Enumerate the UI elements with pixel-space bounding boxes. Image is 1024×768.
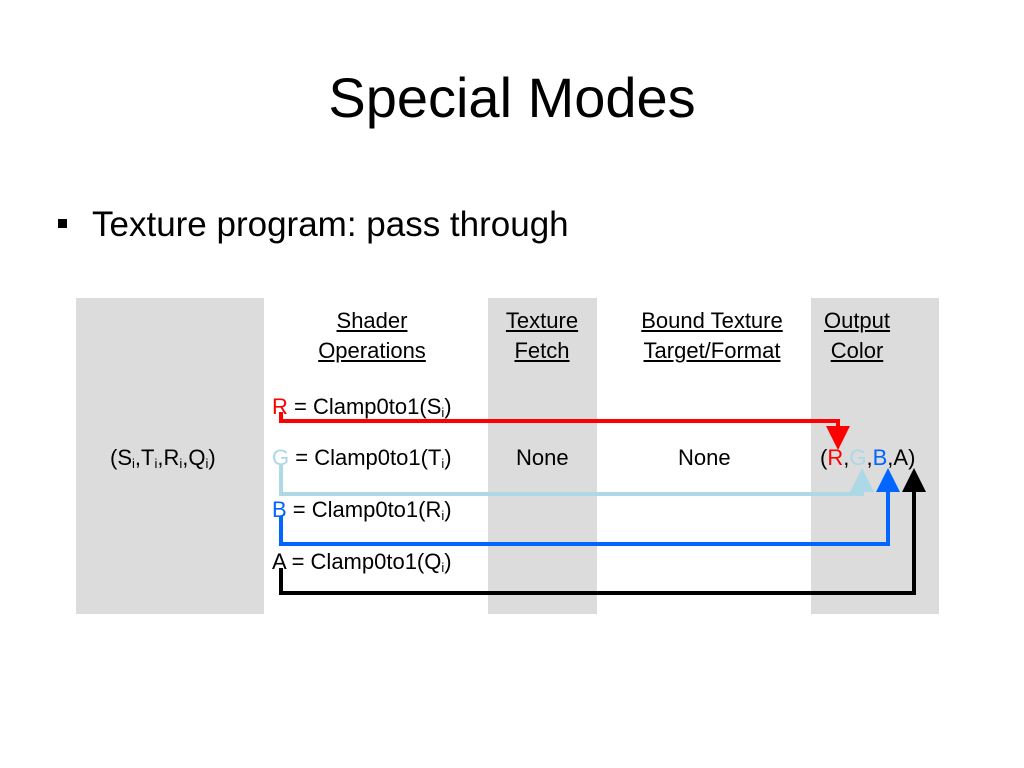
- texture-fetch-value: None: [516, 445, 569, 470]
- header-bound-texture: Bound Texture Target/Format: [617, 306, 807, 366]
- texture-fetch-column-bg: [488, 298, 597, 614]
- header-output-color: Output Color: [805, 306, 909, 366]
- op-green-channel: G: [272, 445, 290, 470]
- output-tuple: (R,G,B,A): [820, 445, 916, 470]
- op-blue: B = Clamp0to1(Ri): [272, 497, 452, 523]
- input-tuple: (Si,Ti,Ri,Qi): [110, 445, 216, 471]
- header-output-line1: Output: [823, 308, 891, 333]
- header-texture-fetch: Texture Fetch: [487, 306, 597, 366]
- arrow-black: [279, 468, 926, 595]
- bound-texture-value: None: [678, 445, 731, 470]
- bullet-marker: [58, 219, 67, 228]
- bullet-text: Texture program: pass through: [92, 205, 569, 244]
- arrow-red: [279, 412, 850, 450]
- op-alpha: A = Clamp0to1(Qi): [272, 549, 452, 575]
- header-bound-line1: Bound Texture: [641, 308, 783, 333]
- header-output-line2: Color: [830, 338, 884, 363]
- input-column-bg: [76, 298, 264, 614]
- header-shader-line1: Shader: [336, 308, 408, 333]
- arrow-blue: [279, 468, 900, 546]
- op-alpha-channel: A: [272, 549, 286, 574]
- op-red-channel: R: [272, 394, 288, 419]
- op-blue-channel: B: [272, 497, 287, 522]
- header-bound-line2: Target/Format: [643, 338, 781, 363]
- header-shader-line2: Operations: [318, 338, 426, 363]
- op-red: R = Clamp0to1(Si): [272, 394, 452, 420]
- header-fetch-line1: Texture: [505, 308, 579, 333]
- output-r: R: [827, 445, 844, 470]
- header-fetch-line2: Fetch: [514, 338, 570, 363]
- output-color-column-bg: [811, 298, 939, 614]
- output-a: A: [893, 445, 909, 470]
- arrow-green: [279, 465, 874, 496]
- op-green: G = Clamp0to1(Ti): [272, 445, 452, 471]
- slide-title: Special Modes: [328, 66, 696, 129]
- header-shader-operations: Shader Operations: [292, 306, 452, 366]
- output-b: B: [872, 445, 888, 470]
- output-g: G: [849, 445, 867, 470]
